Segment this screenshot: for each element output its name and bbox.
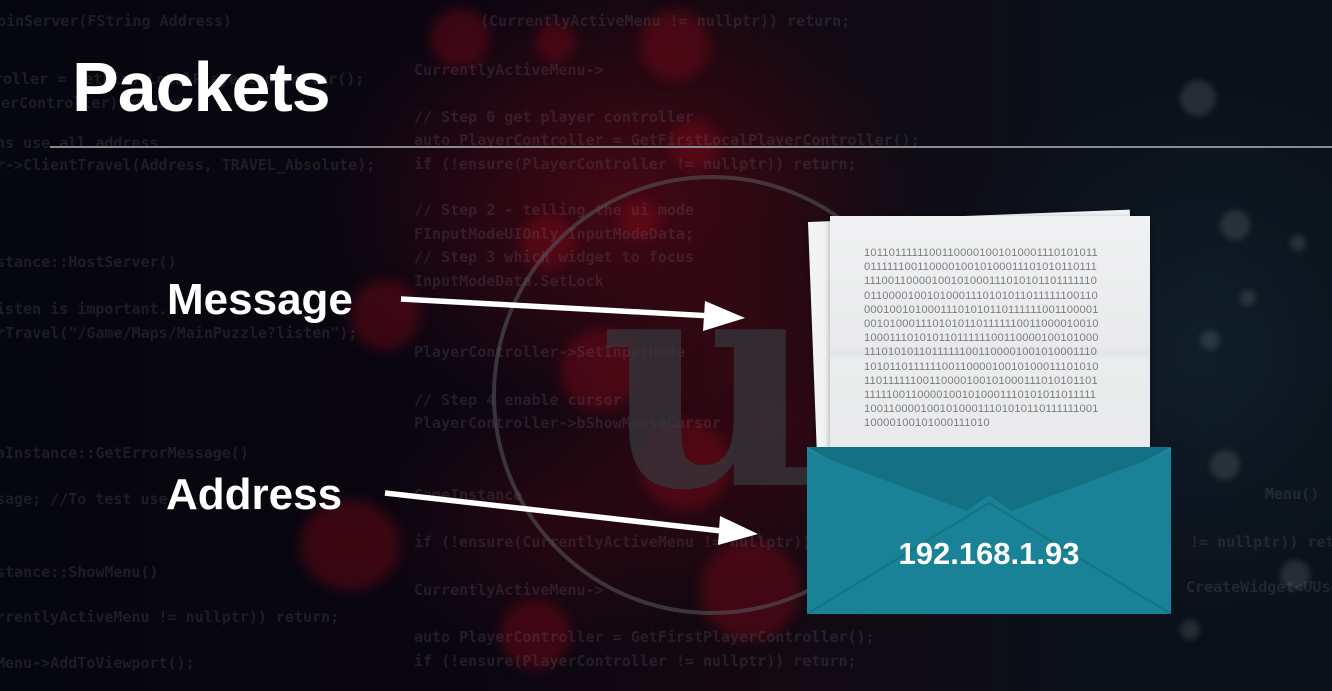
address-label: Address [166,470,343,519]
bg-code-line: r->ClientTravel(Address, TRAVEL_Absolute… [0,156,376,174]
binary-line: 11011111100110000100101000111010101101 [864,374,1098,387]
bg-network-node [1240,290,1256,306]
bg-code-line: // Step 0 get player controller [414,108,694,126]
bg-red-dot [535,22,575,62]
binary-line: 10001110101011011111100110000100101000 [864,332,1099,345]
bg-red-dot [430,8,490,68]
bg-code-line: rrentlyActiveMenu != nullptr)) return; [0,608,340,626]
message-arrow-shaft [400,296,713,319]
message-arrow-head [703,301,745,331]
bg-code-line: stance::HostServer() [0,253,177,271]
title-divider [50,146,1332,148]
bg-network-node [1200,330,1220,350]
binary-line: 00010010100011101010110111111001100001 [864,303,1099,316]
bg-code-line: Menu->AddToViewport(); [0,654,195,672]
bg-code-line: stance::ShowMenu() [0,563,159,581]
bg-red-dot [350,280,420,350]
bg-code-line: CurrentlyActiveMenu-> [414,581,604,599]
bg-network-node [1290,235,1306,251]
bg-code-line: CurrentlyActiveMenu-> [414,61,604,79]
bg-code-line: (CurrentlyActiveMenu != nullptr)) return… [480,12,851,30]
address-arrow [384,490,758,545]
bg-network-node [1180,620,1200,640]
bg-code-line: yerController) return; [0,94,191,112]
bg-code-line: aInstance::GetErrorMessage() [0,444,249,462]
binary-line: 11100110000100101000111010101101111110 [864,275,1097,288]
envelope-icon [807,447,1171,614]
slide-title: Packets [72,48,331,126]
engine-logo-glyph: u [600,203,819,556]
bg-network-node [1280,560,1310,590]
bg-code-line: if (!ensure(PlayerController != nullptr)… [414,155,857,173]
binary-line: 10101101111110011000010010100011101010 [864,360,1099,373]
bg-code-line: auto PlayerController = GetFirstPlayerCo… [414,628,875,646]
address-arrow-head [718,516,758,545]
binary-line: 01111110011000010010100011101010110111 [864,261,1097,274]
bg-network-node [1210,450,1240,480]
address-arrow-shaft [384,490,723,534]
bg-code-line: erverTravel("/Game/Maps/MainPuzzle?liste… [0,324,358,342]
bg-code-line: auto PlayerController = GetFirstLocalPla… [414,131,920,149]
envelope-fold-left [807,502,990,614]
binary-line: 00101000111010101101111110011000010010 [864,318,1099,331]
bg-code-line: if (!ensure(PlayerController != nullptr)… [414,652,857,670]
envelope-fold-right [988,502,1171,614]
bg-code-line: != nullptr)) return; [1190,533,1332,551]
bg-red-dot [670,120,720,170]
binary-line: 11111001100001001010001110101011011111 [864,389,1097,402]
bg-code-line: roller = GetFirstLocalPlayerController()… [0,70,365,88]
binary-line: 10110111111001100001001010001110101011 [864,247,1098,259]
binary-line: 10000100101000111010 [864,417,990,430]
bg-code-line: isten is important. [0,300,168,318]
envelope-ip-address: 192.168.1.93 [898,536,1080,571]
bg-code-line: Menu() [1265,485,1320,503]
bg-network-node [1220,210,1250,240]
bg-red-dot [500,600,570,670]
message-label: Message [167,275,353,324]
bg-network-node [1180,80,1216,116]
bg-code-line: CreateWidget<UUserWidget> [1186,578,1332,596]
bg-code-line: ::JoinServer(FString Address) [0,12,232,30]
bg-code-line: sage; //To test use [0,490,168,508]
binary-line: 11101010110111111001100001001010001110 [864,346,1097,359]
binary-line: 10011000010010100011101010110111111001 [864,403,1099,416]
message-arrow [400,296,745,331]
bg-red-dot [300,500,400,590]
binary-message-text: 10110111111001100001001010001110101011 01… [864,246,1099,431]
binary-line: 01100001001010001110101011011111100110 [864,289,1098,302]
bg-red-dot [640,10,710,80]
envelope-front-flap [807,451,1171,614]
